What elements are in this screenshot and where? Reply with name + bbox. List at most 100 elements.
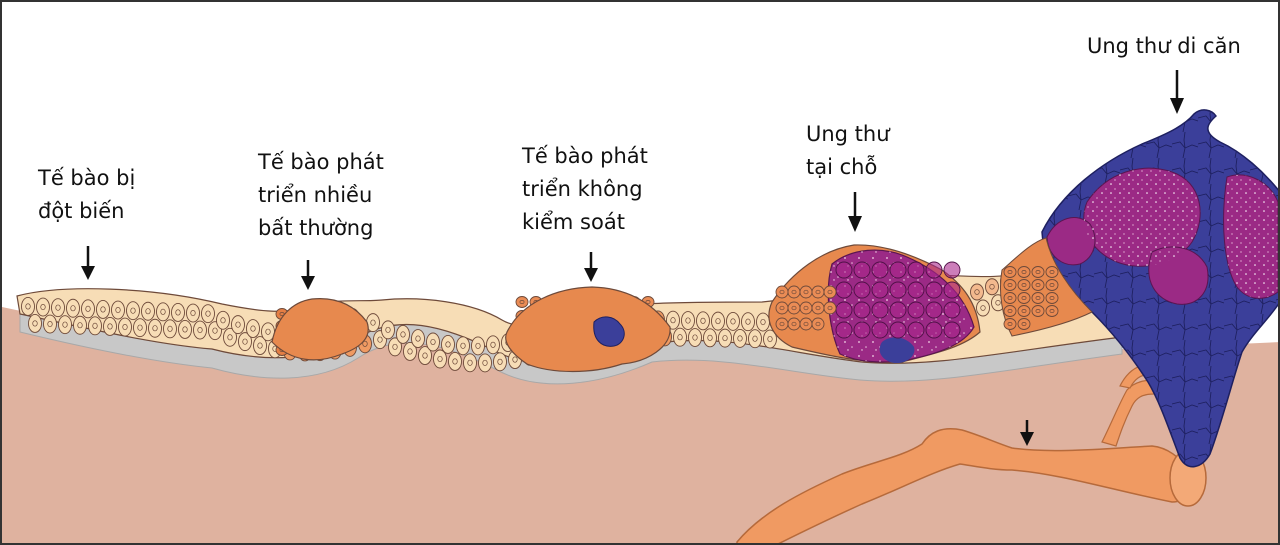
cell (426, 332, 440, 352)
cell (853, 281, 871, 299)
cell (1031, 279, 1045, 291)
cell-nucleus (377, 336, 383, 343)
cell (811, 317, 825, 331)
cell-nucleus (1035, 270, 1041, 275)
cell (943, 261, 961, 279)
label-line: Ung thư (806, 122, 890, 146)
cell (907, 321, 925, 339)
cell (943, 321, 961, 339)
cell (1003, 279, 1017, 291)
cell-nucleus (85, 305, 91, 312)
cell (178, 319, 192, 339)
cell-nucleus (197, 326, 203, 334)
cell-nucleus (519, 300, 525, 305)
cell (970, 283, 984, 301)
cell-nucleus (475, 342, 481, 349)
cell-nucleus (715, 318, 721, 325)
cell-nucleus (100, 306, 106, 313)
cell (478, 353, 492, 373)
cell (66, 298, 80, 318)
cell-nucleus (803, 289, 809, 295)
cell-nucleus (220, 317, 226, 324)
cell (43, 314, 57, 334)
cell (103, 316, 117, 336)
cell-nucleus (1021, 296, 1027, 301)
cell (126, 301, 140, 321)
cell (985, 278, 999, 296)
cell (396, 325, 410, 344)
cell-nucleus (752, 335, 758, 342)
label-mutated-cells: Tế bào bị đột biến (38, 162, 135, 228)
cell-nucleus (730, 318, 736, 325)
cell-nucleus (190, 309, 196, 317)
cell (186, 303, 200, 323)
cell (925, 261, 943, 279)
cell-nucleus (815, 321, 821, 327)
cell-nucleus (995, 300, 1001, 306)
cell-nucleus (452, 358, 458, 365)
label-line: Tế bào bị (38, 166, 136, 190)
cell (1031, 305, 1045, 317)
cell-nucleus (1021, 270, 1027, 275)
cell (711, 311, 725, 331)
cell (51, 298, 65, 318)
cell-nucleus (1049, 283, 1055, 288)
cell (853, 301, 871, 319)
cell (733, 328, 747, 348)
cell-nucleus (77, 322, 83, 329)
cell-nucleus (250, 325, 256, 332)
cell (418, 346, 432, 366)
cell-nucleus (235, 321, 241, 328)
cell-nucleus (92, 322, 98, 329)
cell (907, 281, 925, 299)
cell-nucleus (445, 341, 451, 348)
cell (171, 302, 185, 322)
cell-nucleus (1035, 283, 1041, 288)
cell (515, 296, 529, 308)
cell (448, 351, 462, 371)
cell (381, 320, 395, 340)
cell (1003, 292, 1017, 304)
cell (1045, 266, 1059, 278)
down-arrow-icon (848, 192, 862, 232)
cell (1003, 318, 1017, 330)
cell (907, 261, 925, 279)
cell (696, 311, 710, 331)
cell-nucleus (779, 321, 785, 327)
cell-nucleus (1049, 270, 1055, 275)
cell (703, 328, 717, 348)
cell (871, 301, 889, 319)
down-arrow-icon (584, 252, 598, 282)
cell (787, 285, 801, 299)
cell-nucleus (827, 289, 833, 295)
cell (403, 342, 417, 361)
cell-nucleus (779, 289, 785, 295)
label-metastatic: Ung thư di căn (1087, 30, 1241, 63)
cell-nucleus (974, 289, 980, 295)
down-arrow-icon (1020, 420, 1034, 446)
cell-nucleus (152, 325, 158, 332)
cell (925, 321, 943, 339)
cell (889, 281, 907, 299)
cell (889, 261, 907, 279)
cell (1031, 292, 1045, 304)
cell-nucleus (1021, 309, 1027, 314)
cell (36, 297, 50, 317)
cell (246, 319, 260, 339)
cell (133, 318, 147, 338)
cell-nucleus (182, 326, 188, 333)
cell-nucleus (55, 304, 61, 311)
down-arrow-icon (1170, 70, 1184, 114)
cell (1045, 292, 1059, 304)
cell-nucleus (160, 308, 166, 315)
metastatic-cells (1003, 266, 1059, 330)
label-line: Ung thư di căn (1087, 34, 1241, 58)
cell-nucleus (1049, 296, 1055, 301)
cell (1017, 305, 1031, 317)
cell (871, 281, 889, 299)
cell-nucleus (791, 321, 797, 327)
cell (673, 327, 687, 347)
cell (201, 304, 215, 324)
cell-nucleus (25, 303, 31, 310)
